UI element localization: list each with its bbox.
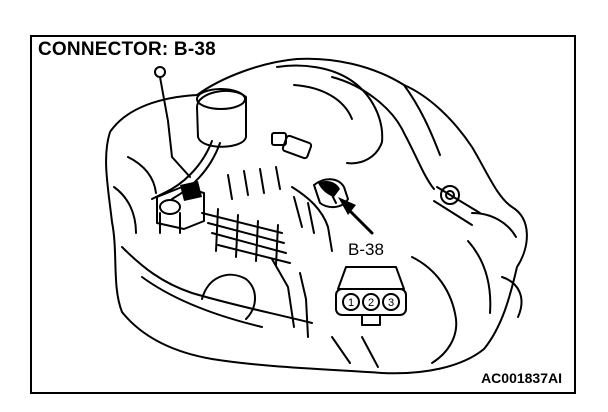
connector-callout-label: B-38	[348, 240, 384, 259]
pin-label-3: 3	[388, 297, 394, 309]
pin-label-1: 1	[348, 297, 354, 309]
pin-label-2: 2	[368, 297, 374, 309]
transaxle-illustration: 1 2 3	[105, 57, 528, 375]
figure-code: AC001837AI	[481, 370, 562, 386]
diagram-title: CONNECTOR: B-38	[38, 39, 216, 60]
diagram-frame: CONNECTOR: B-38	[30, 35, 576, 394]
pointer-arrow-head	[338, 197, 356, 215]
